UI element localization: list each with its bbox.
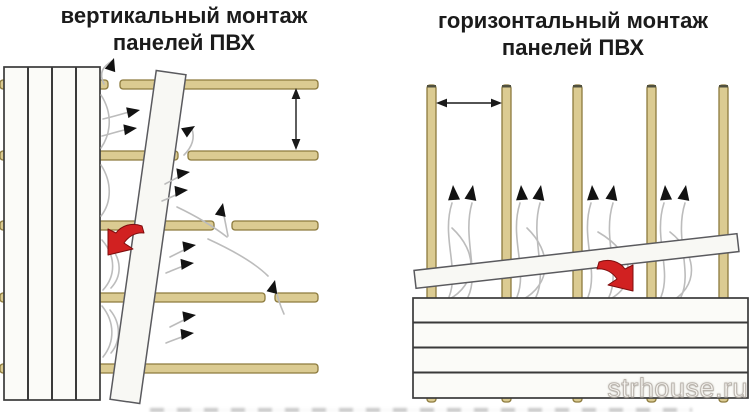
airflow-arrow-icon bbox=[605, 185, 618, 201]
airflow-arrow-icon bbox=[174, 185, 188, 197]
left-title-line2: панелей ПВХ bbox=[112, 30, 256, 55]
airflow-arrow-icon bbox=[123, 124, 137, 136]
airflow-arrow-icon bbox=[181, 126, 195, 138]
batten-top-cap bbox=[647, 85, 656, 88]
airflow-arrow-icon bbox=[180, 328, 194, 340]
airflow-arrow-icon bbox=[464, 185, 477, 201]
left-title-line1: вертикальный монтаж bbox=[60, 3, 308, 28]
red-arrow-icon bbox=[596, 259, 634, 292]
airflow-arrow-icon bbox=[180, 258, 194, 270]
batten-segment bbox=[231, 220, 319, 231]
right-title-line1: горизонтальный монтаж bbox=[438, 8, 708, 33]
batten-segment bbox=[119, 79, 319, 90]
right-diagram-horizontal-mounting bbox=[412, 84, 749, 403]
airflow-arrow-icon bbox=[660, 185, 673, 201]
batten-top-cap bbox=[573, 85, 582, 88]
left-diagram-title: вертикальный монтаж панелей ПВХ bbox=[5, 2, 363, 56]
airflow-arrow-icon bbox=[532, 185, 545, 201]
airflow-arrow-icon bbox=[182, 311, 196, 323]
airflow-arrow-icon bbox=[587, 185, 600, 201]
batten-segment bbox=[187, 150, 319, 161]
right-title-line2: панелей ПВХ bbox=[501, 35, 645, 60]
airflow-arrow-icon bbox=[266, 280, 278, 294]
batten-spacing-arrow-icon bbox=[436, 98, 502, 108]
right-diagram-title: горизонтальный монтаж панелей ПВХ bbox=[398, 7, 748, 61]
watermark: strhouse.ru bbox=[607, 373, 748, 404]
airflow-arrowheads bbox=[104, 58, 278, 340]
left-diagram-vertical-mounting bbox=[0, 58, 319, 405]
airflow-arrowheads bbox=[448, 185, 690, 201]
pvc-panel-stack-horizontal bbox=[412, 297, 749, 399]
airflow-arrow-icon bbox=[104, 58, 116, 73]
airflow-arrow-icon bbox=[677, 185, 690, 201]
airflow-arrow-icon bbox=[176, 168, 190, 180]
airflow-arrow-icon bbox=[448, 185, 461, 201]
airflow-arrow-icon bbox=[126, 107, 140, 119]
batten-top-cap bbox=[719, 85, 728, 88]
cropped-caption-remnant bbox=[150, 408, 692, 412]
batten-top-cap bbox=[502, 85, 511, 88]
batten-top-cap bbox=[427, 85, 436, 88]
airflow-arrow-icon bbox=[516, 185, 529, 201]
airflow-arrow-icon bbox=[214, 203, 226, 217]
batten-spacing-arrow-icon bbox=[291, 88, 301, 150]
red-arrow-icon bbox=[107, 223, 145, 256]
batten-segment bbox=[274, 292, 319, 303]
pvc-panel-stack-vertical bbox=[3, 66, 101, 401]
loose-panel-tilted bbox=[413, 232, 740, 290]
airflow-arrow-icon bbox=[182, 241, 196, 253]
